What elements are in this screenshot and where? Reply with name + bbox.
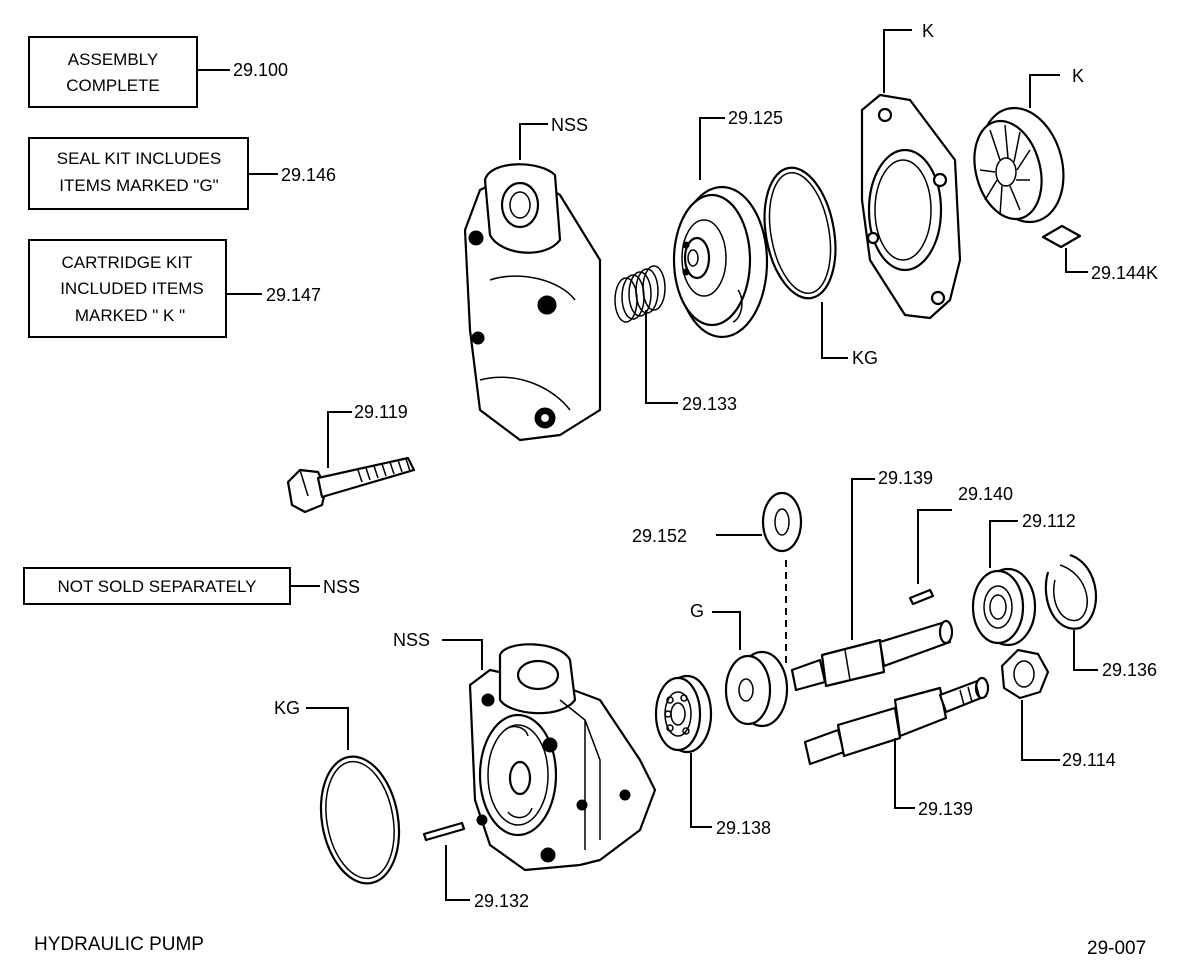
right-bearing bbox=[971, 567, 1037, 647]
note-seal-kit: SEAL KIT INCLUDES ITEMS MARKED "G" 29.14… bbox=[28, 137, 336, 210]
seal-leader bbox=[712, 611, 741, 650]
bottom-o-ring-leader bbox=[306, 707, 349, 750]
bottom-housing-leader bbox=[442, 639, 483, 670]
vane-label: 29.144K bbox=[1091, 263, 1158, 283]
right-bearing-leader bbox=[989, 520, 1018, 568]
diagram-title: HYDRAULIC PUMP bbox=[34, 934, 204, 955]
snap-ring-leader bbox=[1073, 630, 1098, 671]
note-seal-line-1: SEAL KIT INCLUDES bbox=[57, 149, 221, 168]
bottom-o-ring bbox=[319, 755, 401, 885]
bottom-o-ring-label: KG bbox=[274, 698, 300, 718]
seal bbox=[724, 650, 789, 728]
note-cartridge-ref: 29.147 bbox=[266, 285, 321, 305]
note-seal-ref: 29.146 bbox=[281, 165, 336, 185]
left-bearing-leader bbox=[690, 753, 712, 828]
bottom-housing bbox=[468, 643, 657, 872]
pressure-plate bbox=[672, 185, 769, 339]
bolt-label: 29.119 bbox=[354, 402, 408, 422]
upper-shaft bbox=[790, 619, 954, 692]
right-bearing-label: 29.112 bbox=[1022, 511, 1076, 531]
snap-ring bbox=[1044, 553, 1098, 630]
spring-label: 29.133 bbox=[682, 394, 737, 414]
spring bbox=[614, 265, 666, 323]
diagram-code: 29-007 bbox=[1087, 938, 1146, 959]
rotor bbox=[973, 106, 1065, 224]
top-housing-leader bbox=[519, 123, 548, 160]
cam-ring-label: K bbox=[922, 21, 934, 41]
note-cartridge-line-3: MARKED " K " bbox=[75, 306, 185, 325]
note-assembly-line-1: ASSEMBLY bbox=[68, 50, 158, 69]
cam-ring-leader bbox=[883, 29, 912, 93]
bolt-leader bbox=[327, 411, 352, 468]
top-housing-label: NSS bbox=[551, 115, 588, 135]
note-assembly-complete: ASSEMBLY COMPLETE 29.100 bbox=[28, 36, 288, 108]
top-o-ring-label: KG bbox=[852, 348, 878, 368]
pin-label: 29.132 bbox=[474, 891, 529, 911]
vane bbox=[1041, 224, 1082, 249]
upper-shaft-label: 29.139 bbox=[878, 468, 933, 488]
lower-shaft-label: 29.139 bbox=[918, 799, 973, 819]
top-housing bbox=[463, 163, 602, 442]
nut-label: 29.114 bbox=[1062, 750, 1116, 770]
pin bbox=[422, 821, 466, 842]
note-nss-line-1: NOT SOLD SEPARATELY bbox=[57, 577, 256, 596]
top-o-ring bbox=[763, 166, 837, 300]
pin-leader bbox=[445, 845, 470, 901]
lower-shaft-leader bbox=[894, 738, 915, 809]
note-cartridge-line-1: CARTRIDGE KIT bbox=[62, 253, 193, 272]
key bbox=[908, 588, 935, 606]
rotor-leader bbox=[1029, 74, 1060, 108]
bottom-housing-label: NSS bbox=[393, 630, 430, 650]
note-seal-line-2: ITEMS MARKED "G" bbox=[59, 176, 218, 195]
vane-leader bbox=[1065, 248, 1088, 273]
lower-shaft bbox=[803, 676, 990, 766]
top-o-ring-leader bbox=[821, 302, 848, 359]
note-cartridge-line-2: INCLUDED ITEMS bbox=[60, 279, 204, 298]
note-assembly-ref: 29.100 bbox=[233, 60, 288, 80]
note-nss-ref: NSS bbox=[323, 577, 360, 597]
plate-label: 29.125 bbox=[728, 108, 783, 128]
bolt bbox=[286, 456, 416, 514]
washer bbox=[761, 491, 803, 553]
nut-leader bbox=[1021, 700, 1060, 761]
rotor-label: K bbox=[1072, 66, 1084, 86]
left-bearing-label: 29.138 bbox=[716, 818, 771, 838]
spring-leader bbox=[645, 310, 678, 404]
plate-leader bbox=[699, 117, 725, 180]
key-label: 29.140 bbox=[958, 484, 1013, 504]
note-assembly-line-2: COMPLETE bbox=[66, 76, 160, 95]
snap-ring-label: 29.136 bbox=[1102, 660, 1157, 680]
note-cartridge-kit: CARTRIDGE KIT INCLUDED ITEMS MARKED " K … bbox=[28, 239, 321, 338]
left-bearing bbox=[654, 674, 713, 754]
washer-label: 29.152 bbox=[632, 526, 687, 546]
cam-ring bbox=[860, 93, 962, 320]
seal-label: G bbox=[690, 601, 704, 621]
note-not-sold-separately: NOT SOLD SEPARATELY NSS bbox=[23, 567, 360, 605]
nut bbox=[1000, 648, 1050, 700]
upper-shaft-leader bbox=[851, 478, 875, 640]
key-leader bbox=[917, 509, 952, 584]
